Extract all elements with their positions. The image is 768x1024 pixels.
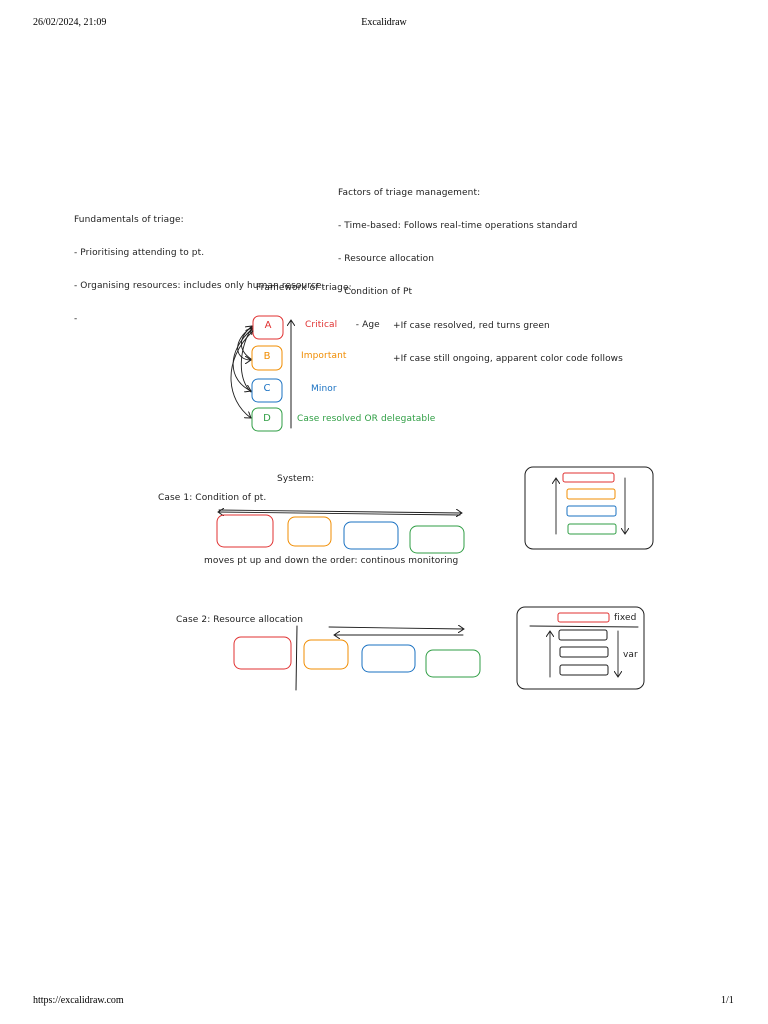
level-letter-b: B [263,351,271,362]
print-title: Excalidraw [361,17,407,28]
level-letter-a: A [264,320,272,331]
level-label-important[interactable]: Important [301,351,347,361]
case1-caption[interactable]: moves pt up and down the order: continou… [204,556,459,566]
level-label-minor[interactable]: Minor [311,384,337,394]
level-box-c[interactable] [251,378,283,403]
case1-panel-bar-green[interactable] [567,523,617,535]
framework-rule-2: +If case still ongoing, apparent color c… [393,354,623,364]
case1-arrow-right[interactable] [218,510,462,513]
case1-panel-bar-red[interactable] [562,472,615,483]
case2-box-blue[interactable] [361,644,416,673]
reorder-arrows[interactable] [230,326,254,418]
case2-panel-bar-1[interactable] [558,629,608,641]
factors-line-2: - Resource allocation [338,254,435,264]
framework-title[interactable]: Framework of triage: [256,283,352,293]
case2-box-red[interactable] [233,636,292,670]
case2-arrow-right[interactable] [328,627,464,629]
factors-line-4: - Age [338,320,380,330]
level-letter-d: D [263,413,271,424]
level-label-critical[interactable]: Critical [305,320,338,330]
case1-arrow-left[interactable] [218,512,461,515]
case1-panel-bar-orange[interactable] [566,488,616,500]
case2-var-label[interactable]: var [623,650,638,660]
print-page-number: 1/1 [721,995,734,1006]
system-title[interactable]: System: [277,474,315,484]
factors-line-3: - Condition of Pt [338,287,413,297]
print-datetime: 26/02/2024, 21:09 [33,17,107,28]
level-box-a[interactable] [252,315,284,340]
print-url[interactable]: https://excalidraw.com [33,995,124,1006]
framework-rule-1: +If case resolved, red turns green [393,321,550,331]
case1-panel-bar-blue[interactable] [566,505,617,517]
case2-panel[interactable] [516,606,645,690]
framework-rules[interactable]: +If case resolved, red turns green +If c… [393,299,623,376]
case1-panel[interactable] [524,466,654,550]
fundamentals-line-1: - Prioritising attending to pt. [74,248,205,258]
level-box-d[interactable] [251,407,283,432]
case2-label[interactable]: Case 2: Resource allocation [176,615,304,625]
case2-panel-bar-3[interactable] [559,664,609,676]
case2-box-orange[interactable] [303,639,349,670]
case1-box-blue[interactable] [343,521,399,550]
case2-panel-bar-2[interactable] [559,646,609,658]
fundamentals-line-3: - [74,314,78,324]
case2-divider[interactable] [295,625,298,691]
fundamentals-note[interactable]: Fundamentals of triage: - Prioritising a… [74,193,325,336]
case1-box-red[interactable] [216,514,274,548]
case1-box-orange[interactable] [287,516,332,547]
level-box-b[interactable] [251,345,283,371]
case1-label[interactable]: Case 1: Condition of pt. [158,493,267,503]
factors-note[interactable]: Factors of triage management: - Time-bas… [338,166,578,342]
case1-box-green[interactable] [409,525,465,554]
case2-fixed-label[interactable]: fixed [614,613,637,623]
factors-line-1: - Time-based: Follows real-time operatio… [338,221,578,231]
fundamentals-title: Fundamentals of triage: [74,215,184,225]
case2-box-green[interactable] [425,649,481,678]
fundamentals-line-2: - Organising resources: includes only hu… [74,281,325,291]
case2-panel-separator[interactable] [529,625,639,628]
level-label-resolved[interactable]: Case resolved OR delegatable [297,414,436,424]
case2-panel-bar-red[interactable] [557,612,610,623]
factors-title: Factors of triage management: [338,188,481,198]
level-letter-c: C [263,383,271,394]
